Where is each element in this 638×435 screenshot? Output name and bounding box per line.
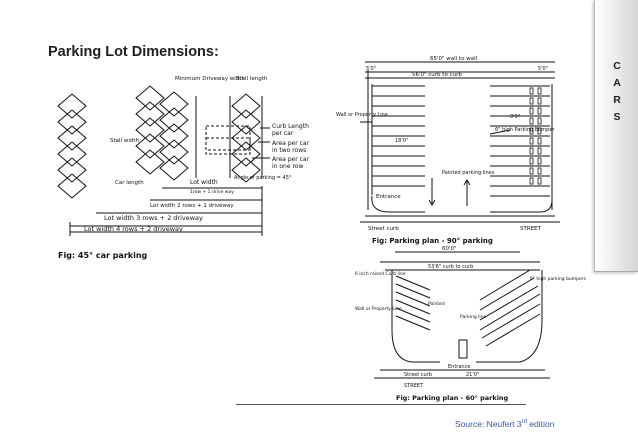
page-title: Parking Lot Dimensions: [48, 44, 219, 60]
label-90-wall-to-wall: 65'0" wall to wall [430, 56, 478, 62]
sidebar-letter-r: R [613, 94, 621, 106]
label-area-two-rows-1: Area per car [272, 140, 310, 147]
label-stall-length: Stall length [236, 76, 268, 82]
label-60-dim-bottom: 21'0" [466, 372, 479, 378]
label-lot-width-4: Lot width 4 rows + 2 driveway [84, 225, 183, 233]
label-90-curb-to-curb: 56'0" curb to curb [412, 72, 462, 78]
source-suffix: edition [526, 419, 555, 429]
stall-stack-right [231, 93, 261, 183]
label-60-six-inch-curb: 6 inch raised Curb line [355, 271, 406, 277]
label-60-painted: Painted [428, 301, 445, 307]
label-area-one-row-1: Area per car [272, 156, 310, 163]
stall-stack-middle [135, 85, 189, 181]
stalls-60-left [395, 275, 431, 331]
label-60-street: STREET [404, 383, 424, 389]
stalls-60-right [479, 269, 541, 347]
label-60-street-curb: Street curb [404, 372, 432, 378]
label-60-parking-line: Parking line [460, 314, 486, 320]
caption-60-parking: Fig: Parking plan - 60° parking [396, 394, 509, 402]
label-stall-width: Stall width [110, 138, 139, 144]
sidebar-letter-s: S [613, 111, 621, 123]
source-note: Source: Neufert 3rd edition [455, 419, 554, 429]
sidebar-letter-c: C [613, 60, 621, 72]
caption-90-parking: Fig: Parking plan - 90° parking [372, 237, 493, 245]
label-lot-width-2: Lot width 2 rows + 1 driveway [150, 203, 234, 209]
source-prefix: Source: Neufert 3 [455, 419, 522, 429]
label-90-street-curb: Street curb [368, 226, 399, 232]
label-90-bumper: 6" high Parking Bumper [495, 127, 555, 133]
label-angle: Angle of parking = 45° [234, 175, 292, 181]
label-area-one-row-2: in one row [272, 163, 303, 170]
label-90-entrance: Entrance [376, 194, 401, 200]
label-lot-width-3: Lot width 3 rows + 2 driveway [104, 214, 203, 222]
label-area-two-rows-2: in two rows [272, 147, 306, 154]
caption-45-parking: Fig: 45° car parking [58, 251, 148, 260]
label-90-dim-left: 5'0" [366, 66, 376, 72]
label-60-bumper: 6" high parking bumpers [530, 276, 587, 282]
source-sup: rd [521, 419, 527, 426]
label-60-wall: Wall or Property Line [355, 306, 402, 312]
stalls-right [490, 85, 550, 197]
label-90-dim-right: 5'0" [538, 66, 548, 72]
label-90-painted: Painted parking lines [442, 170, 495, 176]
label-curb-length-1: Curb Length [272, 123, 309, 130]
footer-divider [236, 404, 526, 405]
stalls-left [372, 85, 425, 187]
label-90-dim-18: 18'0" [395, 138, 408, 144]
label-60-wall-to-wall: 60'0" [442, 246, 457, 252]
label-lot-width-1: Lot width [190, 179, 218, 186]
label-min-driveway: Minimum Driveway width [175, 76, 245, 82]
label-90-street: STREET [520, 226, 542, 232]
sidebar-tab: C A R S [594, 0, 638, 272]
label-90-dim-9: 9'0" [510, 114, 520, 120]
label-60-curb-to-curb: 53'6" curb to curb [428, 264, 473, 270]
label-curb-length-2: per car [272, 130, 294, 137]
stall-stack-left [57, 93, 87, 199]
label-lot-width-1b: 1row + 1 drive way [190, 189, 234, 195]
sidebar-letter-a: A [613, 77, 621, 89]
label-90-wall: Wall or Property Line [336, 112, 388, 118]
label-car-length: Car length [115, 180, 144, 186]
label-60-entrance: Entrance [448, 364, 470, 370]
